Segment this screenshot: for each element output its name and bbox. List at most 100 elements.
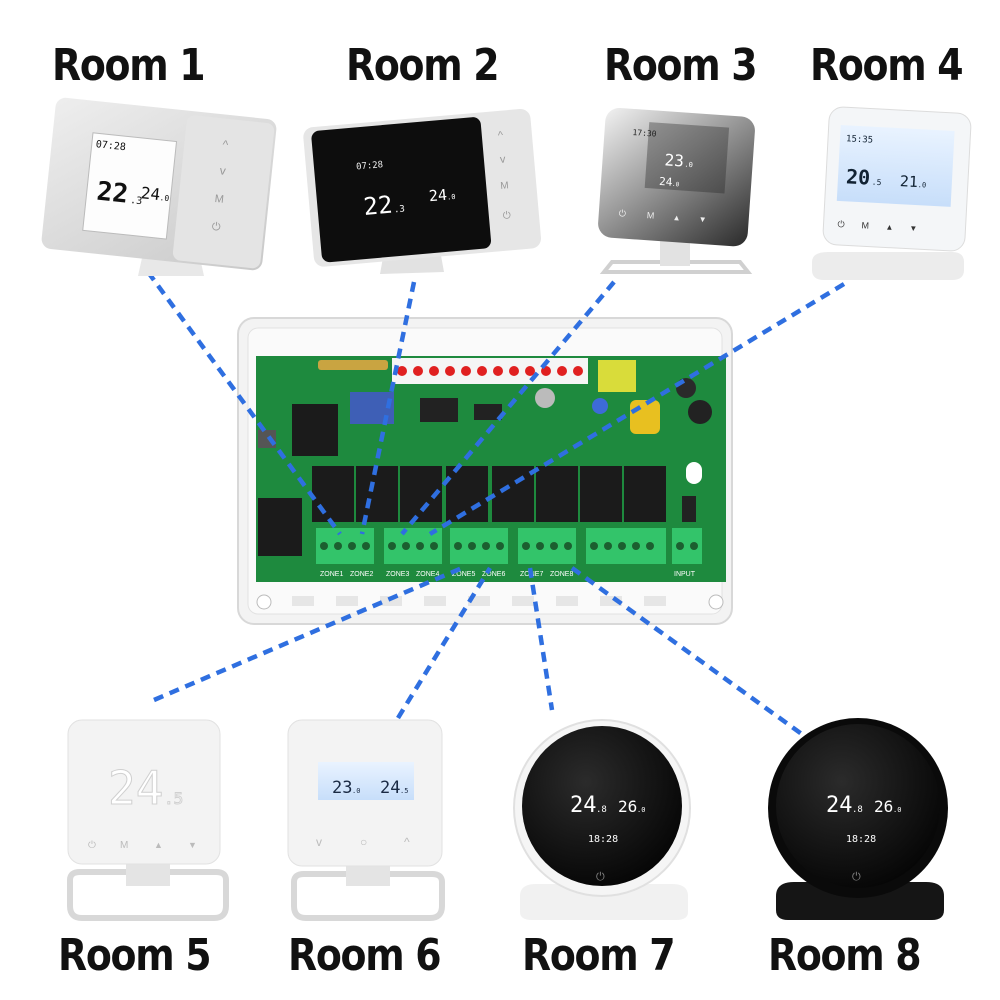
set-temp: 26 [874, 797, 893, 816]
room-7-label: Room 7 [522, 930, 676, 981]
power-button[interactable]: ⏻ [852, 871, 861, 883]
link-room-7 [527, 567, 555, 711]
room-2-label: Room 2 [346, 40, 500, 91]
mirror-panel [598, 107, 755, 247]
up-button[interactable]: ▲ [885, 222, 893, 231]
svg-text:.3: .3 [130, 195, 143, 207]
zone-label: ZONE2 [350, 571, 373, 578]
thermostat-room-1: 07:28 22 .3 24 .0 ^ v M ⏻ [41, 97, 277, 276]
round-display [776, 724, 940, 888]
clock-readout: 07:28 [95, 139, 126, 153]
svg-text:.8: .8 [852, 805, 863, 815]
down-button[interactable]: ▼ [909, 224, 917, 233]
room-temp: 22 [95, 177, 129, 210]
zone-label: ZONE3 [386, 571, 409, 578]
svg-text:.5: .5 [400, 787, 408, 795]
down-button[interactable]: ▼ [188, 840, 197, 850]
link-room-1 [146, 270, 342, 536]
up-button[interactable]: ▲ [672, 213, 681, 223]
power-button[interactable]: ⏻ [502, 210, 511, 222]
lcd-screen [318, 762, 414, 800]
clock-readout: 17:30 [632, 128, 657, 139]
set-temp: 21 [899, 172, 918, 191]
room-temp: 23 [664, 150, 685, 170]
thermostat-room-5: 24 .5 ⏻ M ▲ ▼ [67, 719, 229, 921]
thermostat-room-4: 15:35 20 .5 21 .0 ⏻ M ▲ ▼ [812, 106, 972, 280]
svg-text:.0: .0 [159, 193, 170, 203]
power-button[interactable]: ⏻ [211, 221, 221, 234]
set-temp: 24 [428, 186, 448, 206]
clock-readout: 18:28 [588, 834, 618, 845]
mode-button[interactable]: M [861, 220, 869, 230]
thermostat-room-6: 23 .0 24 .5 v ○ ^ [287, 719, 445, 921]
room-5-label: Room 5 [58, 930, 212, 981]
room-temp: 24 [108, 761, 163, 815]
zone-label: ZONE6 [482, 571, 505, 578]
set-temp: 24 [380, 778, 400, 798]
power-button[interactable]: ⏻ [837, 219, 845, 229]
black-glass-panel [311, 117, 492, 263]
mode-button[interactable]: M [120, 840, 128, 851]
svg-text:.0: .0 [684, 161, 693, 170]
zone-label: ZONE5 [452, 571, 475, 578]
wiring-hub: ZONE1 ZONE2 ZONE3 ZONE4 ZONE5 ZONE6 ZONE… [237, 317, 733, 625]
thermostat-room-7: 24 .8 26 .0 18:28 ⏻ [513, 719, 691, 920]
zone-label: ZONE1 [320, 571, 343, 578]
down-button[interactable]: v [316, 835, 322, 849]
room-4-label: Room 4 [810, 40, 964, 91]
room-3-label: Room 3 [604, 40, 758, 91]
relay-bank [312, 466, 666, 522]
terminal-blocks [316, 496, 702, 564]
svg-text:.0: .0 [672, 181, 680, 189]
mode-button[interactable]: M [646, 210, 654, 220]
clock-readout: 18:28 [846, 834, 876, 845]
mode-button[interactable]: M [214, 193, 224, 206]
room-6-label: Room 6 [288, 930, 442, 981]
svg-text:.5: .5 [164, 789, 183, 808]
input-label: INPUT [674, 571, 696, 578]
svg-text:.8: .8 [596, 805, 607, 815]
room-temp: 20 [845, 164, 870, 189]
svg-text:.0: .0 [637, 806, 645, 814]
room-temp: 22 [362, 191, 393, 221]
clock-readout: 07:28 [356, 160, 384, 172]
link-room-2 [359, 281, 417, 535]
up-button[interactable]: ▲ [154, 840, 163, 850]
up-button[interactable]: ^ [222, 137, 229, 152]
up-button[interactable]: ^ [497, 130, 504, 142]
svg-text:.0: .0 [918, 181, 927, 189]
link-room-4 [428, 282, 846, 536]
link-room-8 [570, 566, 812, 742]
room-temp: 24 [826, 793, 853, 818]
down-button[interactable]: v [219, 163, 226, 178]
lcd-screen [82, 132, 178, 240]
link-room-5 [153, 565, 463, 703]
svg-text:.5: .5 [872, 178, 882, 188]
lcd-screen [836, 124, 955, 207]
thermostat-room-3: 17:30 23 .0 24 .0 ⏻ M ▲ ▼ [598, 107, 755, 274]
down-button[interactable]: v [500, 153, 507, 165]
clock-readout: 15:35 [846, 134, 874, 145]
svg-text:.0: .0 [893, 806, 901, 814]
mode-button[interactable]: M [500, 180, 509, 192]
power-button[interactable]: ⏻ [596, 871, 605, 883]
link-room-3 [400, 280, 616, 536]
set-temp: 24 [659, 175, 673, 189]
mode-button[interactable]: ○ [360, 835, 367, 849]
down-button[interactable]: ▼ [698, 215, 707, 225]
svg-text:.0: .0 [447, 193, 456, 202]
power-button[interactable]: ⏻ [619, 208, 627, 218]
round-display [522, 726, 682, 886]
link-room-6 [396, 566, 492, 720]
room-8-label: Room 8 [768, 930, 922, 981]
power-button[interactable]: ⏻ [88, 840, 96, 851]
room-1-label: Room 1 [52, 40, 206, 91]
connection-lines [146, 270, 846, 742]
set-temp: 26 [618, 797, 637, 816]
set-temp: 24 [140, 183, 161, 204]
up-button[interactable]: ^ [404, 835, 410, 849]
zone-label: ZONE8 [550, 571, 573, 578]
thermostat-room-2: 07:28 22 .3 24 .0 ^ v M ⏻ [303, 108, 542, 274]
svg-text:.3: .3 [394, 204, 406, 215]
